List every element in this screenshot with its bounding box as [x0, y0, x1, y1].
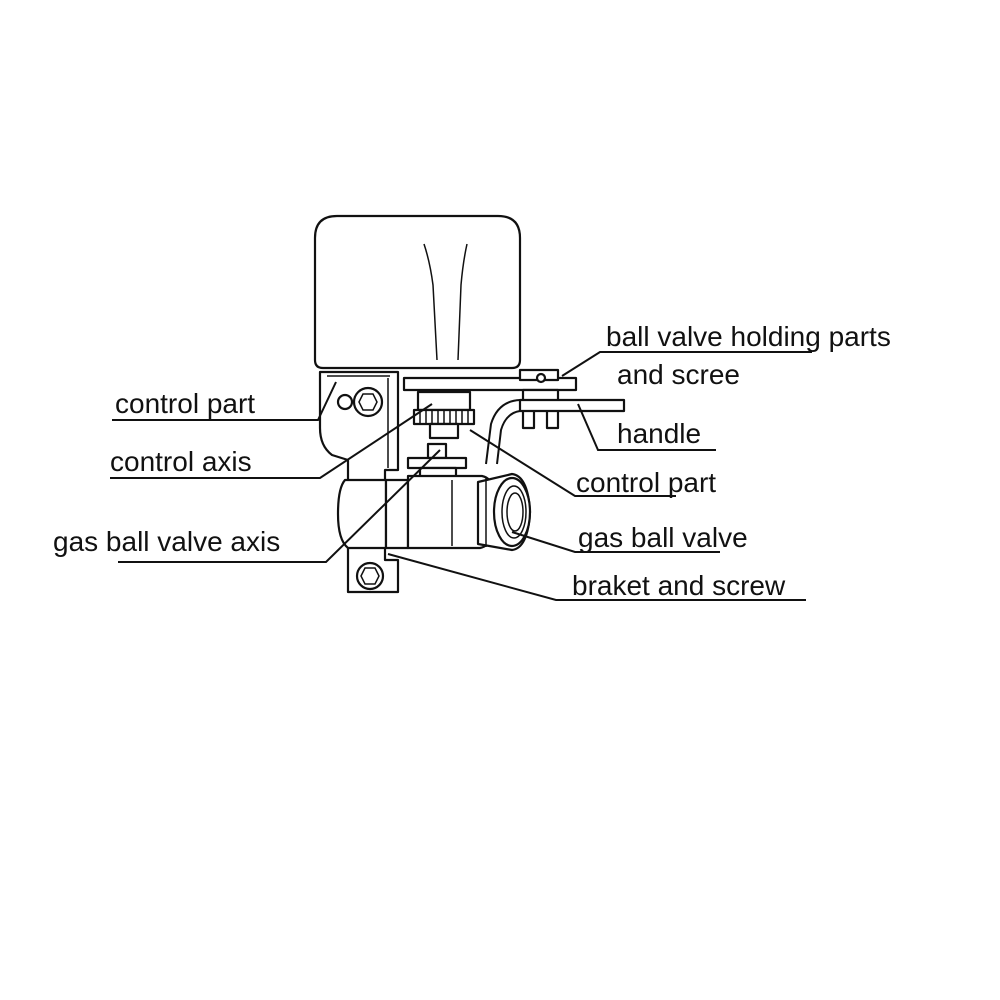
- label-gas-ball-valve-axis: gas ball valve axis: [53, 526, 280, 557]
- gas-ball-valve-body: [336, 472, 532, 552]
- control-axis-gear: [412, 390, 476, 440]
- label-handle: handle: [617, 418, 701, 449]
- labels: ball valve holding parts and scree contr…: [53, 321, 891, 601]
- motor-housing: [313, 214, 522, 370]
- label-control-part-right: control part: [576, 467, 716, 498]
- label-gas-ball-valve: gas ball valve: [578, 522, 748, 553]
- leader-lines: [110, 351, 812, 601]
- label-control-part-left: control part: [115, 388, 255, 419]
- label-control-axis: control axis: [110, 446, 252, 477]
- handle-arm: [485, 398, 626, 465]
- label-ball-valve-holding-line2: and scree: [617, 359, 740, 390]
- bracket-bolt-top: [352, 386, 384, 418]
- label-braket-and-screw: braket and screw: [572, 570, 786, 601]
- gas-ball-valve-stem: [406, 442, 468, 482]
- bracket-bolt-bottom: [355, 561, 385, 591]
- label-ball-valve-holding-line1: ball valve holding parts: [606, 321, 891, 352]
